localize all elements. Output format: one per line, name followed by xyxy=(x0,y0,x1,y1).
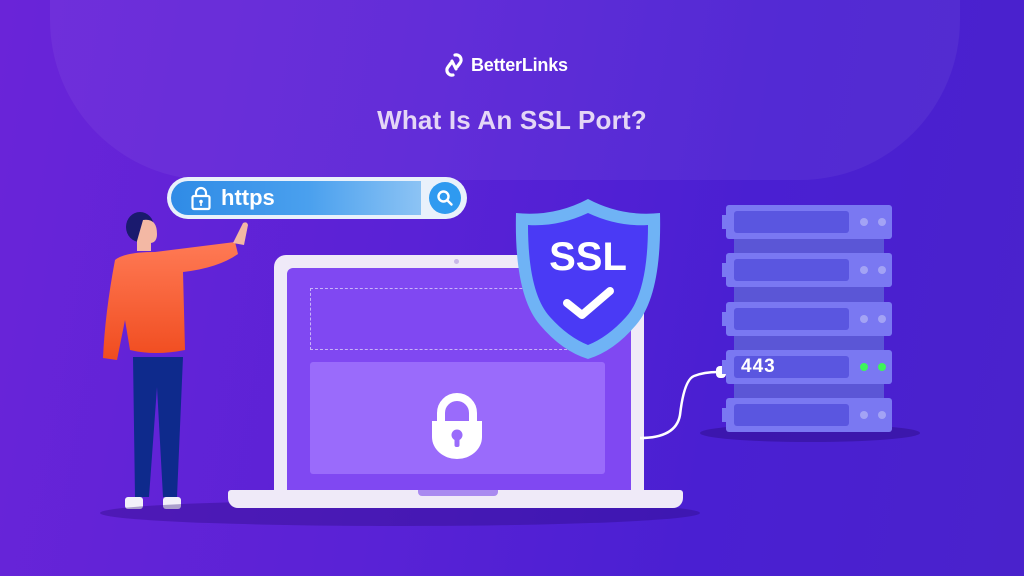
brand-logo: BetterLinks xyxy=(443,52,568,78)
led-on-icon xyxy=(878,363,886,371)
search-button[interactable] xyxy=(429,182,461,214)
search-icon xyxy=(437,190,453,206)
led-icon xyxy=(878,411,886,419)
background-shape xyxy=(50,0,960,180)
laptop-base xyxy=(228,490,683,508)
search-bar[interactable]: https xyxy=(167,177,467,219)
port-label: 443 xyxy=(734,356,849,378)
led-icon xyxy=(878,218,886,226)
led-icon xyxy=(860,266,868,274)
search-value: https xyxy=(221,185,275,210)
brand-name: BetterLinks xyxy=(471,54,568,75)
led-icon xyxy=(878,315,886,323)
checkmark-icon xyxy=(563,287,614,319)
led-icon xyxy=(878,266,886,274)
server-unit xyxy=(722,253,892,287)
laptop-camera xyxy=(454,259,459,264)
search-input[interactable]: https xyxy=(171,181,421,215)
server-unit xyxy=(722,205,892,239)
led-icon xyxy=(860,315,868,323)
server-unit xyxy=(722,398,892,432)
page-title: What Is An SSL Port? xyxy=(377,105,647,135)
person-illustration xyxy=(103,212,248,509)
lock-icon xyxy=(191,186,211,211)
led-icon xyxy=(860,218,868,226)
server-unit-active: 443 xyxy=(722,350,892,384)
shield-label: SSL xyxy=(549,235,627,279)
chain-link-icon xyxy=(445,53,463,77)
server-unit xyxy=(722,302,892,336)
padlock-icon xyxy=(432,393,482,459)
ssl-shield-icon: SSL xyxy=(515,199,661,359)
led-icon xyxy=(860,411,868,419)
led-on-icon xyxy=(860,363,868,371)
laptop-notch xyxy=(418,490,498,496)
